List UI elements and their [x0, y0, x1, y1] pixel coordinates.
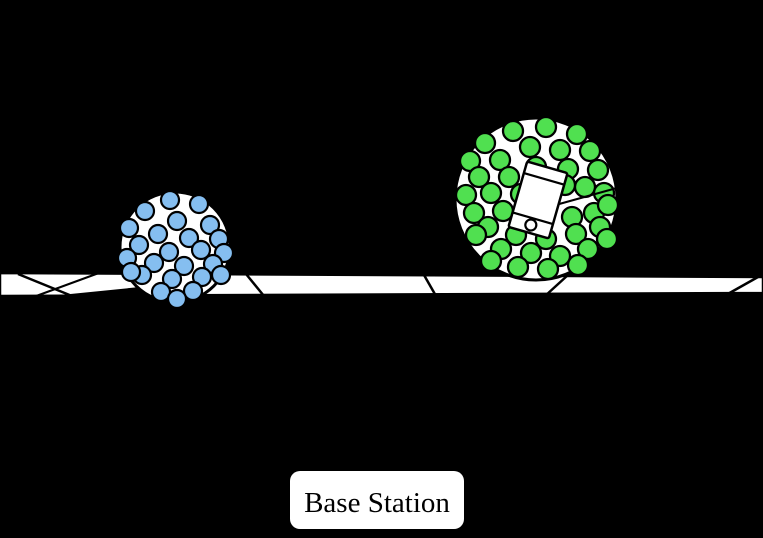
band-separator-4	[544, 274, 569, 297]
macro-cell-green[interactable]	[453, 115, 625, 282]
blue-user-group	[116, 189, 235, 310]
user-dot	[210, 264, 232, 286]
user-dot	[134, 200, 156, 222]
user-dot	[182, 280, 204, 302]
user-dot	[166, 288, 188, 310]
phone-screen-bottom-divider	[512, 211, 554, 226]
base-station-legend[interactable]: Base Station	[290, 471, 464, 529]
phone-earpiece-divider	[523, 172, 565, 186]
user-dot	[576, 237, 600, 261]
user-dot	[548, 138, 572, 162]
user-dot	[462, 201, 486, 225]
user-dot	[595, 227, 619, 251]
user-dot	[166, 210, 188, 232]
phone-home-button[interactable]	[524, 218, 538, 232]
user-dot	[159, 189, 181, 211]
user-dot	[534, 115, 558, 139]
user-dot	[501, 119, 525, 143]
user-dot	[467, 165, 491, 189]
user-dot	[147, 223, 169, 245]
small-cell-blue[interactable]	[116, 189, 235, 310]
user-dot	[564, 222, 588, 246]
user-dot	[118, 217, 140, 239]
user-dot	[519, 241, 543, 265]
user-dot	[473, 131, 497, 155]
pointer-arrow-tail	[27, 265, 119, 300]
user-dot	[173, 255, 195, 277]
user-dot	[566, 253, 590, 277]
user-dot	[497, 165, 521, 189]
user-dot	[190, 239, 212, 261]
user-dot	[565, 122, 589, 146]
user-dot	[518, 135, 542, 159]
user-dot	[596, 193, 620, 217]
user-dot	[188, 193, 210, 215]
user-dot	[506, 255, 530, 279]
smartphone[interactable]	[507, 160, 569, 240]
user-dot	[128, 234, 150, 256]
band-separator-5	[725, 275, 759, 297]
user-dot	[464, 223, 488, 247]
device-connector-line	[551, 184, 625, 208]
user-dot	[178, 227, 200, 249]
user-dot	[158, 241, 180, 263]
user-dot	[191, 266, 213, 288]
user-dot	[199, 214, 221, 236]
user-dot	[578, 139, 602, 163]
band-separator-1	[17, 272, 73, 298]
band-separator-3	[422, 274, 438, 297]
band-separator-2	[245, 273, 265, 297]
base-station-label: Base Station	[304, 487, 450, 519]
user-dot	[143, 252, 165, 274]
user-dot	[120, 261, 142, 283]
legend-box	[290, 471, 464, 529]
user-dot	[454, 183, 478, 207]
user-dot	[161, 268, 183, 290]
user-dot	[479, 181, 503, 205]
user-dot	[488, 148, 512, 172]
user-dot	[536, 257, 560, 281]
user-dot	[586, 158, 610, 182]
user-dot	[479, 249, 503, 273]
